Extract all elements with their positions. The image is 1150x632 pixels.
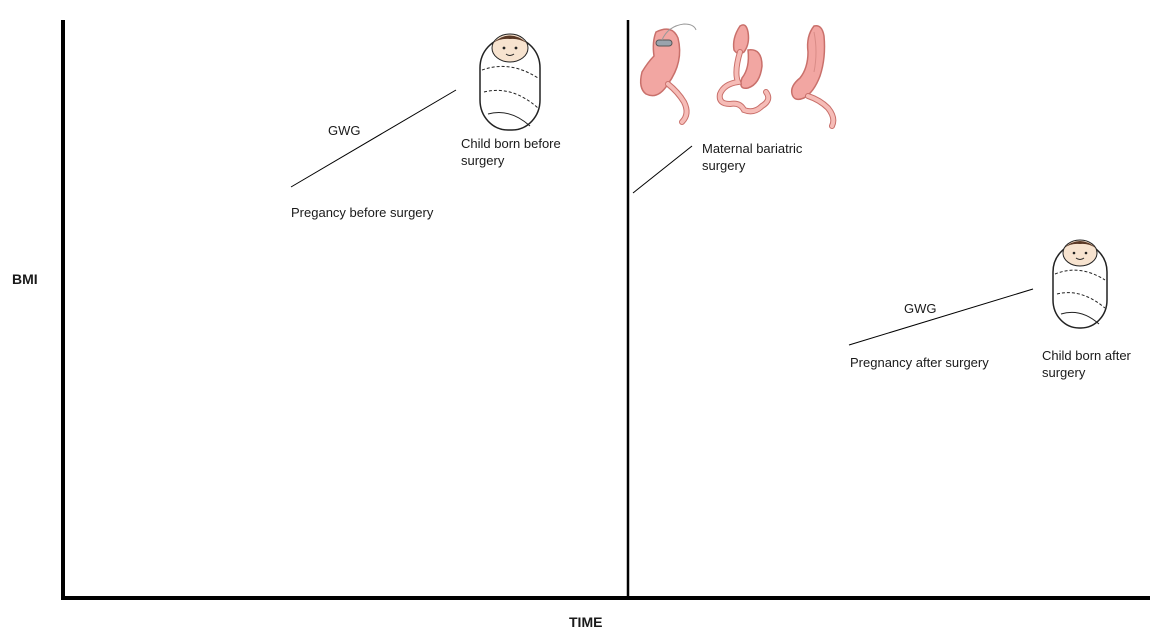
bariatric-surgery-label: Maternal bariatric surgery bbox=[702, 140, 802, 174]
baby-after-icon bbox=[1053, 240, 1107, 328]
child-before-label: Child born before surgery bbox=[461, 135, 561, 169]
y-axis-label: BMI bbox=[12, 271, 38, 287]
pregnancy-before-label: Pregancy before surgery bbox=[291, 204, 433, 221]
gwg-after-label: GWG bbox=[904, 300, 937, 317]
sleeve-gastrectomy-stomach-icon bbox=[792, 26, 834, 126]
baby-before-icon bbox=[480, 34, 540, 130]
x-axis-label: TIME bbox=[569, 614, 602, 630]
pregnancy-after-label: Pregnancy after surgery bbox=[850, 354, 989, 371]
gastric-band-stomach-icon bbox=[641, 24, 696, 122]
gwg-before-line bbox=[291, 90, 456, 187]
gwg-before-label: GWG bbox=[328, 122, 361, 139]
gwg-after-line bbox=[849, 289, 1033, 345]
child-after-label: Child born after surgery bbox=[1042, 347, 1131, 381]
surgery-pointer-line bbox=[633, 146, 692, 193]
gastric-bypass-stomach-icon bbox=[720, 25, 769, 111]
